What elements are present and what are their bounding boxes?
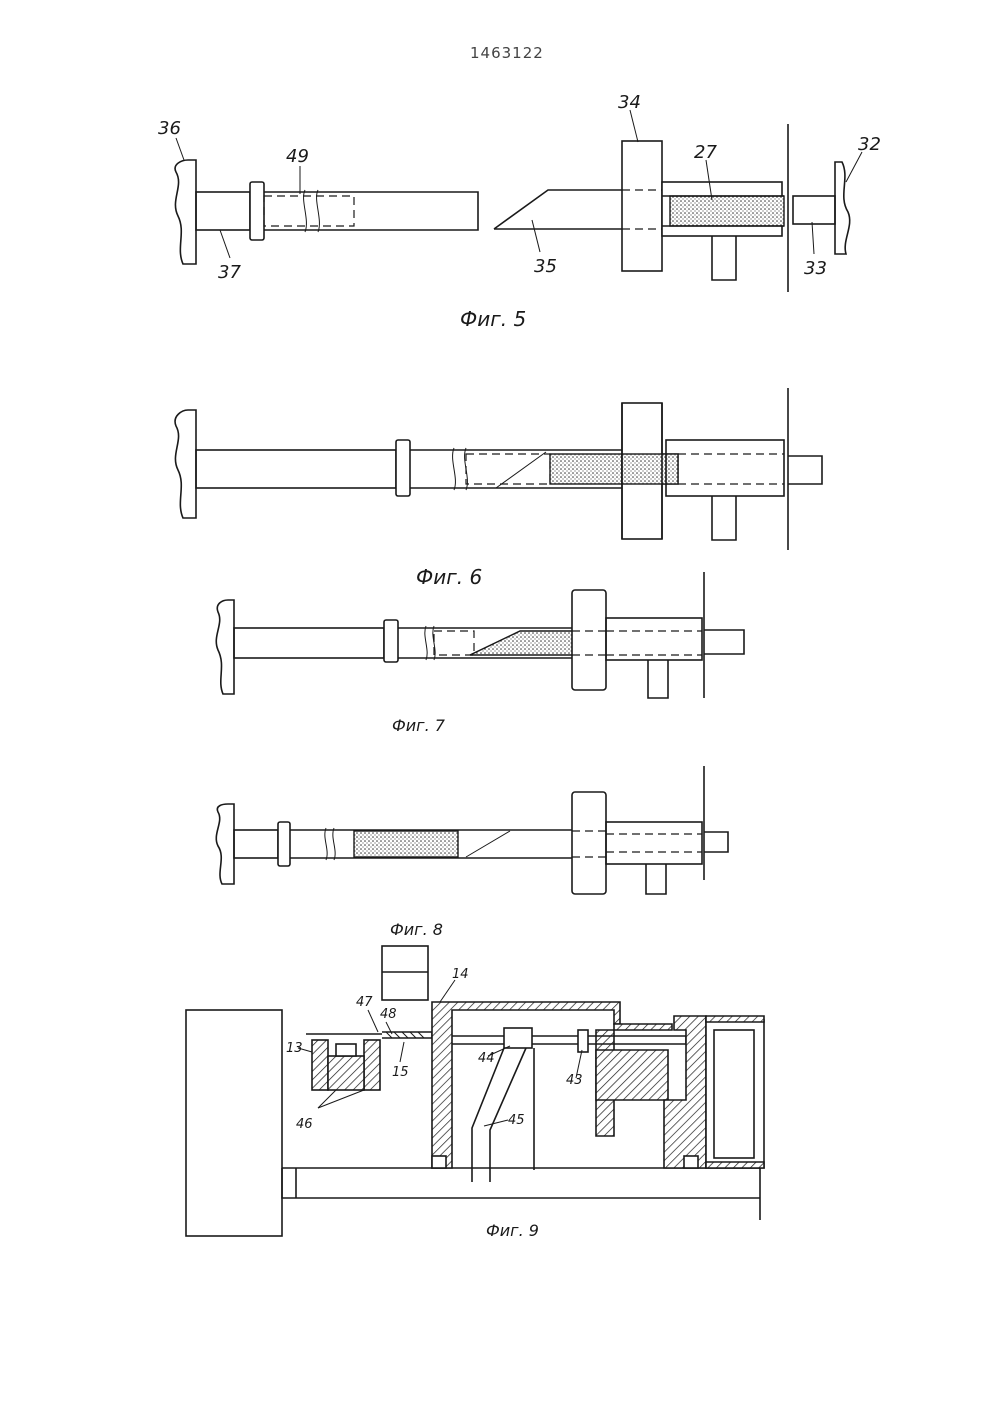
label-15: 15: [392, 1065, 409, 1080]
tube-49: [264, 196, 354, 226]
label-33: 33: [804, 258, 827, 279]
caption-fig-9: Фиг. 9: [486, 1221, 539, 1240]
collar: [396, 440, 410, 496]
pointed-rod-35: [494, 190, 622, 229]
wall: [216, 600, 234, 694]
block-34: [622, 141, 662, 271]
caption-fig-7: Фиг. 7: [392, 716, 446, 735]
block-44: [504, 1028, 532, 1048]
block: [572, 792, 606, 894]
top-box: [382, 946, 428, 1000]
wall: [216, 804, 234, 884]
base-plate: [282, 1168, 760, 1198]
label-48: 48: [380, 1007, 397, 1022]
charge: [470, 631, 580, 655]
left-frame: [186, 1010, 282, 1236]
label-34: 34: [618, 92, 641, 113]
charge: [354, 831, 458, 857]
figure-5: 36 49 37 35 34 27 32 33 Фиг. 5: [158, 92, 881, 331]
label-13: 13: [286, 1041, 303, 1056]
caption-fig-8: Фиг. 8: [390, 920, 443, 939]
label-43: 43: [566, 1073, 583, 1088]
label-35: 35: [534, 256, 557, 277]
figure-8: Фиг. 8: [216, 766, 728, 939]
wall-36: [175, 160, 196, 264]
caption-fig-6: Фиг. 6: [416, 565, 482, 589]
patent-number: 1463122: [470, 44, 544, 62]
figure-9: 14 47 48 13 15 44 43 45 46 Фиг. 9: [186, 946, 764, 1240]
label-27: 27: [694, 142, 717, 163]
label-49: 49: [286, 146, 309, 167]
label-46: 46: [296, 1117, 313, 1132]
charge-27: [670, 196, 784, 226]
plate-32: [835, 162, 850, 254]
caption-fig-5: Фиг. 5: [460, 307, 526, 331]
label-32: 32: [858, 134, 881, 155]
label-44: 44: [478, 1051, 495, 1066]
label-37: 37: [218, 262, 241, 283]
rod-37: [196, 192, 250, 230]
wall: [175, 410, 196, 518]
housing-14: [432, 1002, 620, 1168]
collar: [250, 182, 264, 240]
collar: [384, 620, 398, 662]
figure-7: Фиг. 7: [216, 572, 744, 735]
label-14: 14: [452, 967, 469, 982]
figure-6: Фиг. 6: [175, 388, 822, 589]
plunger-33: [793, 196, 835, 224]
block: [572, 590, 606, 690]
label-45: 45: [508, 1113, 525, 1128]
collar: [278, 822, 290, 866]
label-36: 36: [158, 118, 181, 139]
label-47: 47: [356, 995, 373, 1010]
